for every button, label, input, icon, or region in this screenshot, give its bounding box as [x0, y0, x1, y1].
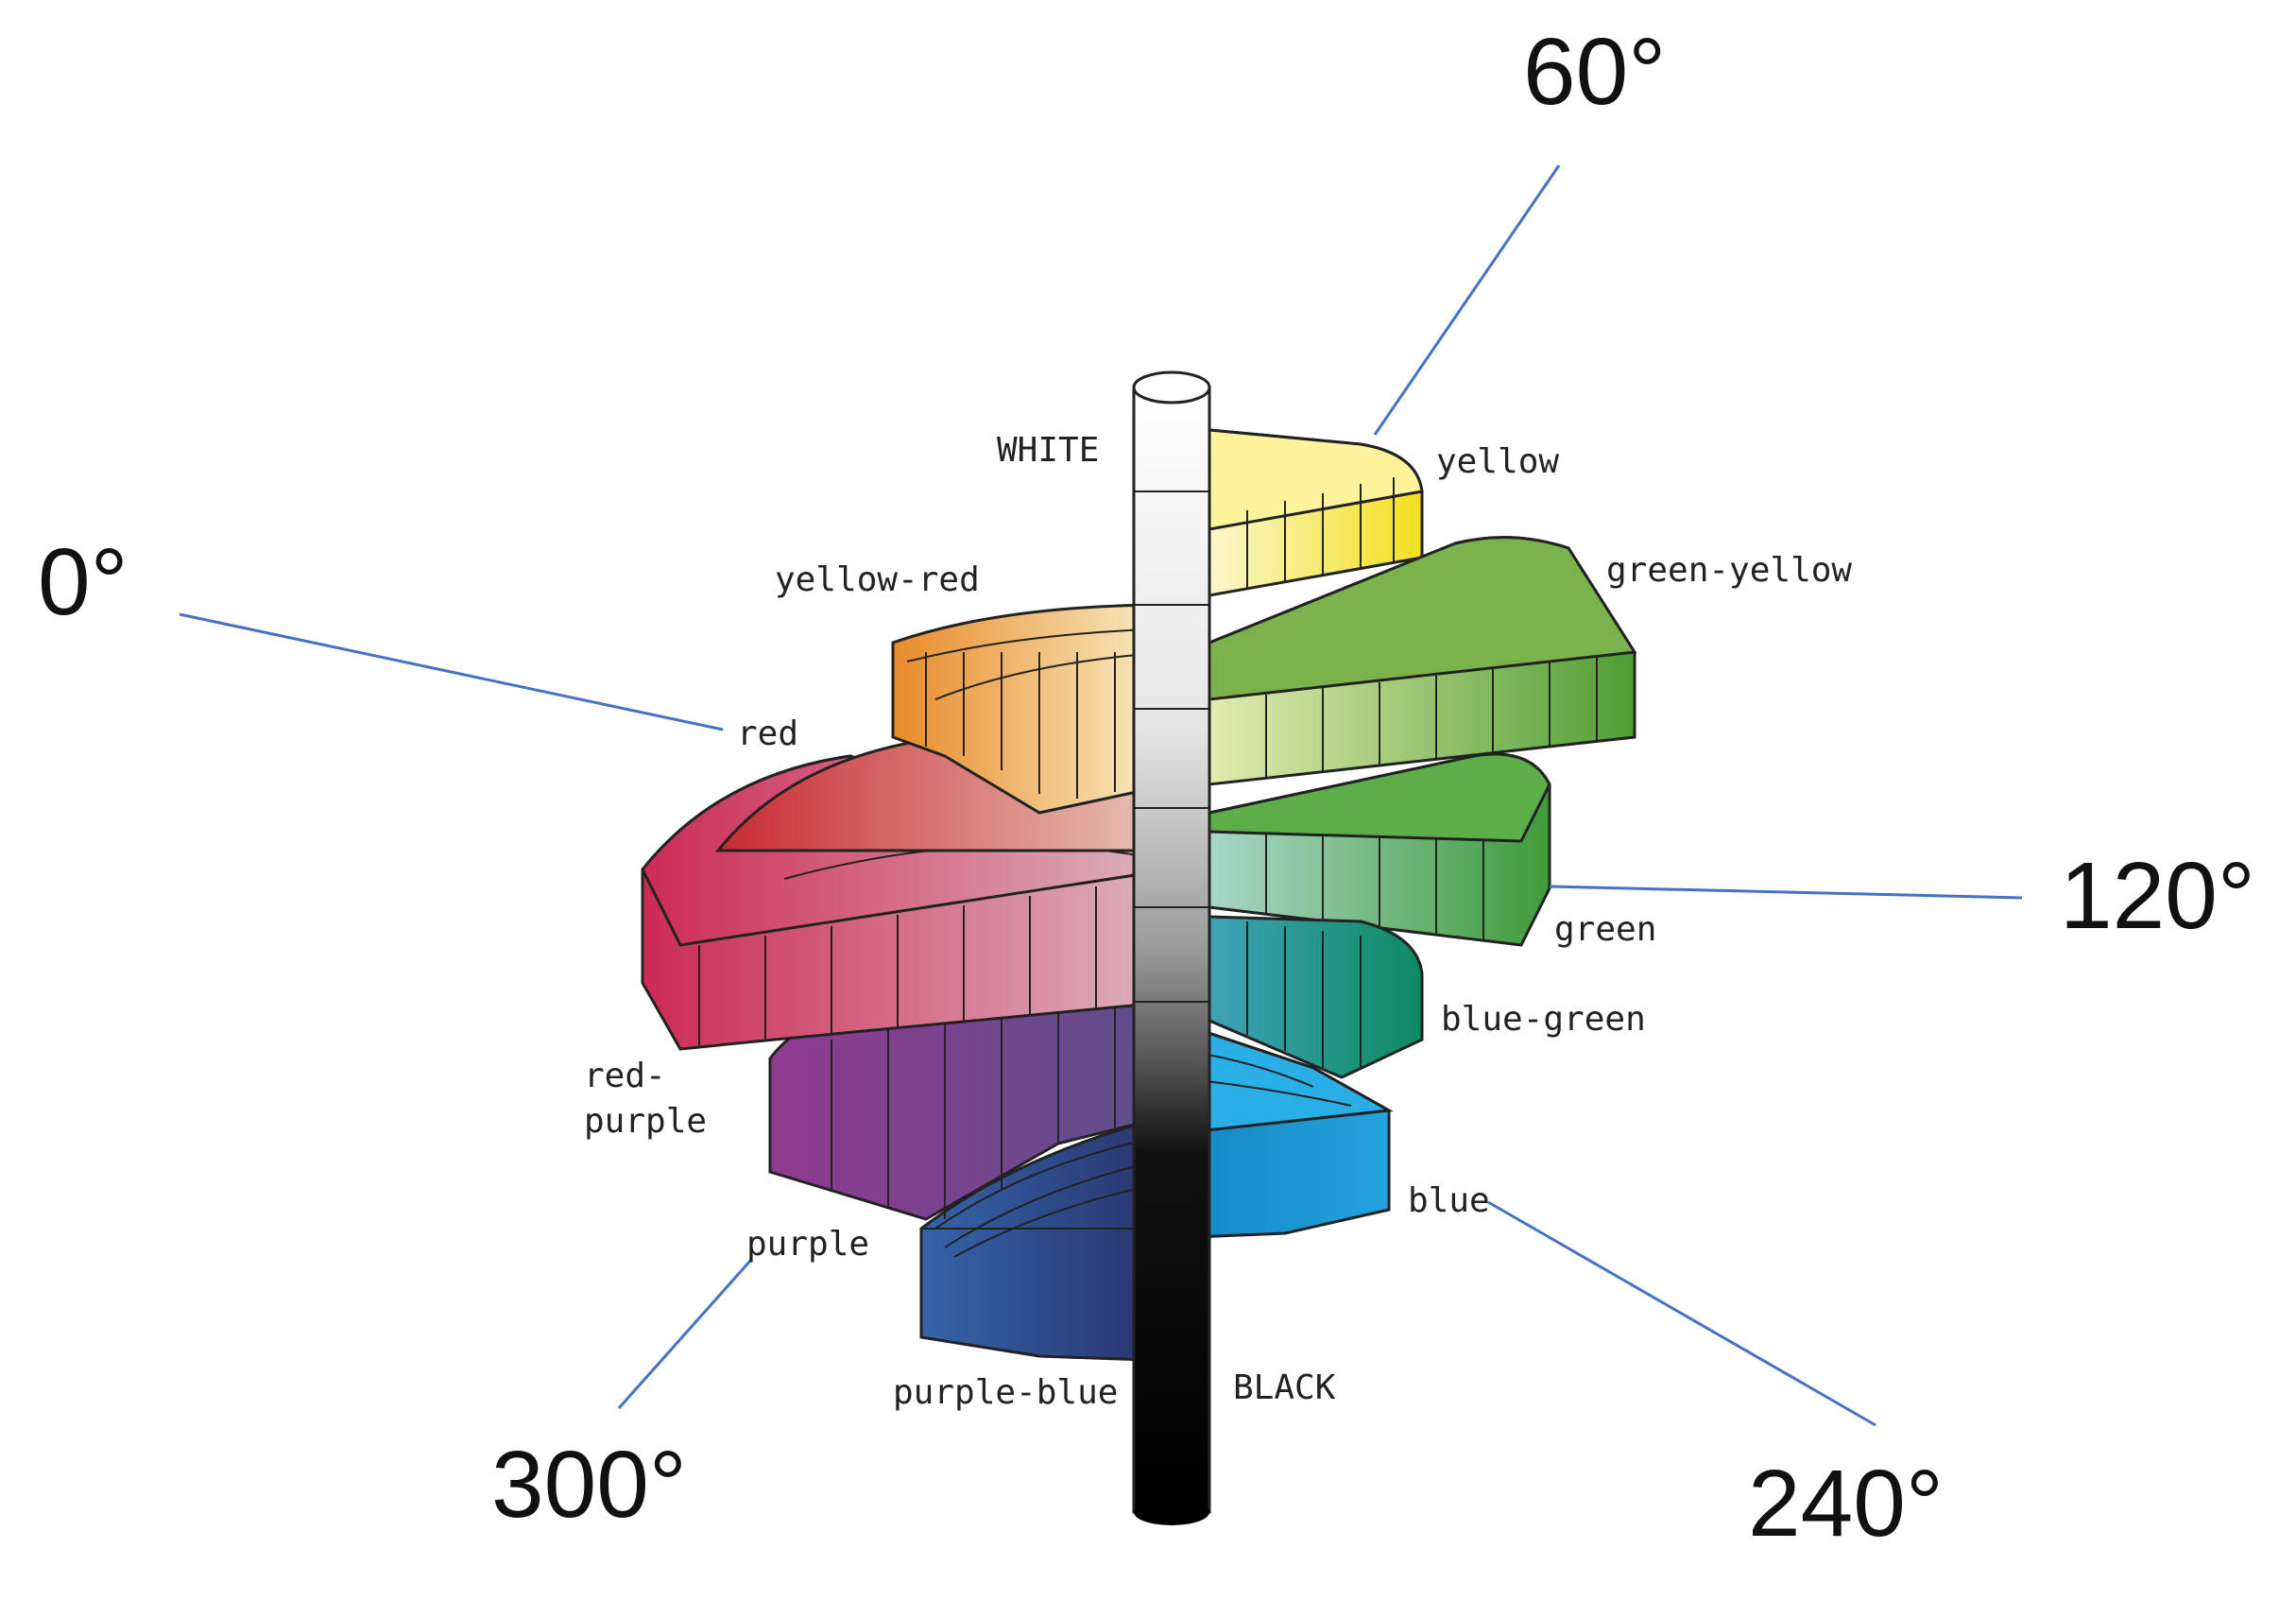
- angle-label-0: 0°: [38, 529, 129, 635]
- angle-label-120: 120°: [2060, 843, 2255, 949]
- sector-blue-green: [1208, 915, 1424, 1079]
- pointer-300: [617, 1259, 753, 1409]
- pointer-120: [1549, 885, 2023, 900]
- label-blue-green: blue-green: [1441, 1000, 1646, 1039]
- sector-yellow: [1208, 428, 1424, 597]
- sector-yellow-red: [891, 603, 1174, 815]
- angle-label-60: 60°: [1523, 19, 1666, 125]
- label-blue: blue: [1408, 1181, 1490, 1220]
- label-white: WHITE: [997, 431, 1099, 470]
- pointer-0: [179, 612, 724, 731]
- sector-green-yellow: [1208, 536, 1637, 786]
- label-yellow-red: yellow-red: [775, 560, 980, 599]
- label-purple-blue: purple-blue: [893, 1373, 1118, 1412]
- label-red-purple-line1: red-: [584, 1057, 666, 1095]
- label-yellow: yellow: [1436, 442, 1559, 481]
- angle-label-240: 240°: [1748, 1451, 1944, 1557]
- angle-label-300: 300°: [491, 1432, 687, 1538]
- sector-green: [1208, 752, 1551, 947]
- label-black: BLACK: [1233, 1368, 1336, 1407]
- label-red-purple-line2: purple: [584, 1102, 707, 1141]
- angle-pointers: [179, 164, 2023, 1427]
- label-red: red: [737, 714, 798, 753]
- value-axis: [1132, 370, 1211, 1525]
- pointer-60: [1373, 164, 1561, 436]
- label-green-yellow: green-yellow: [1606, 551, 1852, 590]
- label-purple: purple: [746, 1225, 869, 1264]
- label-green: green: [1554, 910, 1656, 949]
- pointer-240: [1487, 1200, 1876, 1427]
